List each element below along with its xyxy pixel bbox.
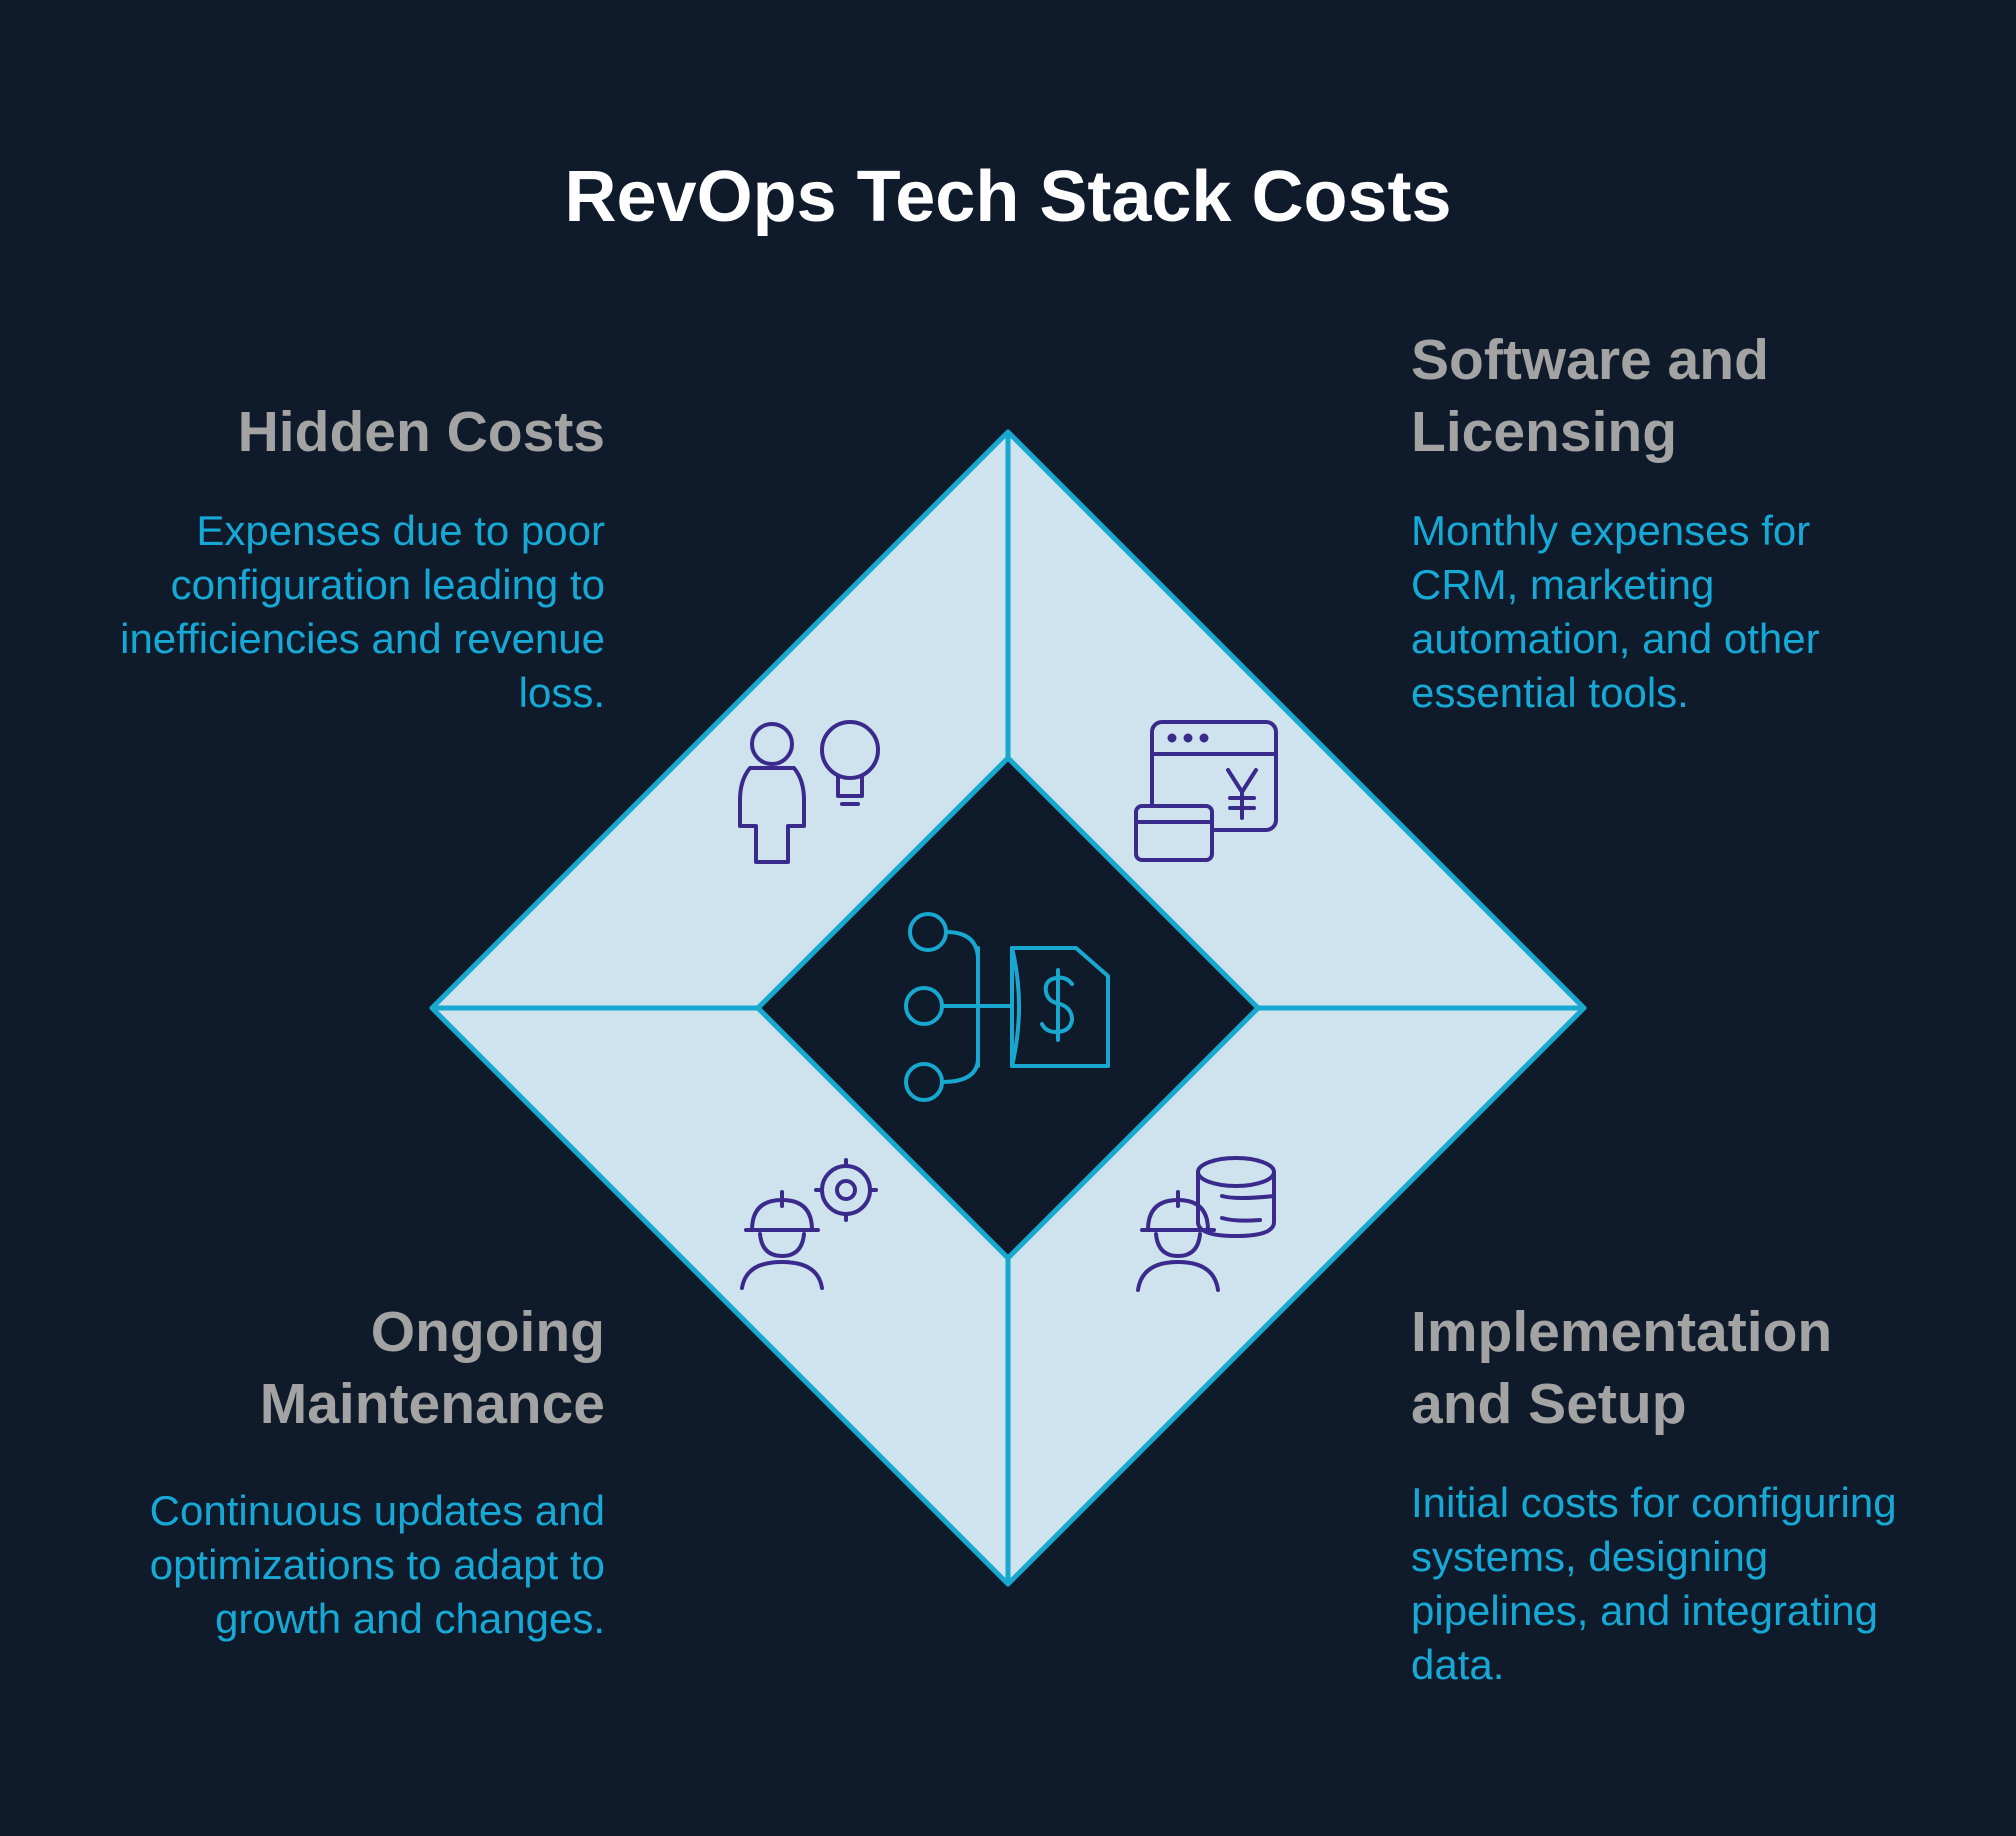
- worker-gear-icon: [740, 1158, 878, 1290]
- ongoing-maintenance-description: Continuous updates and optimizations to …: [149, 1487, 605, 1642]
- hidden-costs-heading: Hidden Costs: [237, 400, 605, 464]
- hidden-costs-description: Expenses due to poor configuration leadi…: [120, 507, 605, 716]
- worker-database-icon: [1136, 1156, 1276, 1292]
- cost-flow-icon: [904, 912, 1110, 1102]
- software-licensing-description: Monthly expenses for CRM, marketing auto…: [1411, 507, 1820, 716]
- implementation-setup-description: Initial costs for configuring systems, d…: [1411, 1479, 1897, 1688]
- implementation-setup-heading: Implementation and Setup: [1411, 1300, 1833, 1436]
- person-lightbulb-icon: [738, 720, 880, 864]
- software-licensing-heading: Software and Licensing: [1411, 328, 1769, 464]
- page-title: RevOps Tech Stack Costs: [564, 157, 1452, 237]
- software-window-icon: [1134, 720, 1278, 862]
- ongoing-maintenance-heading: Ongoing Maintenance: [259, 1300, 605, 1436]
